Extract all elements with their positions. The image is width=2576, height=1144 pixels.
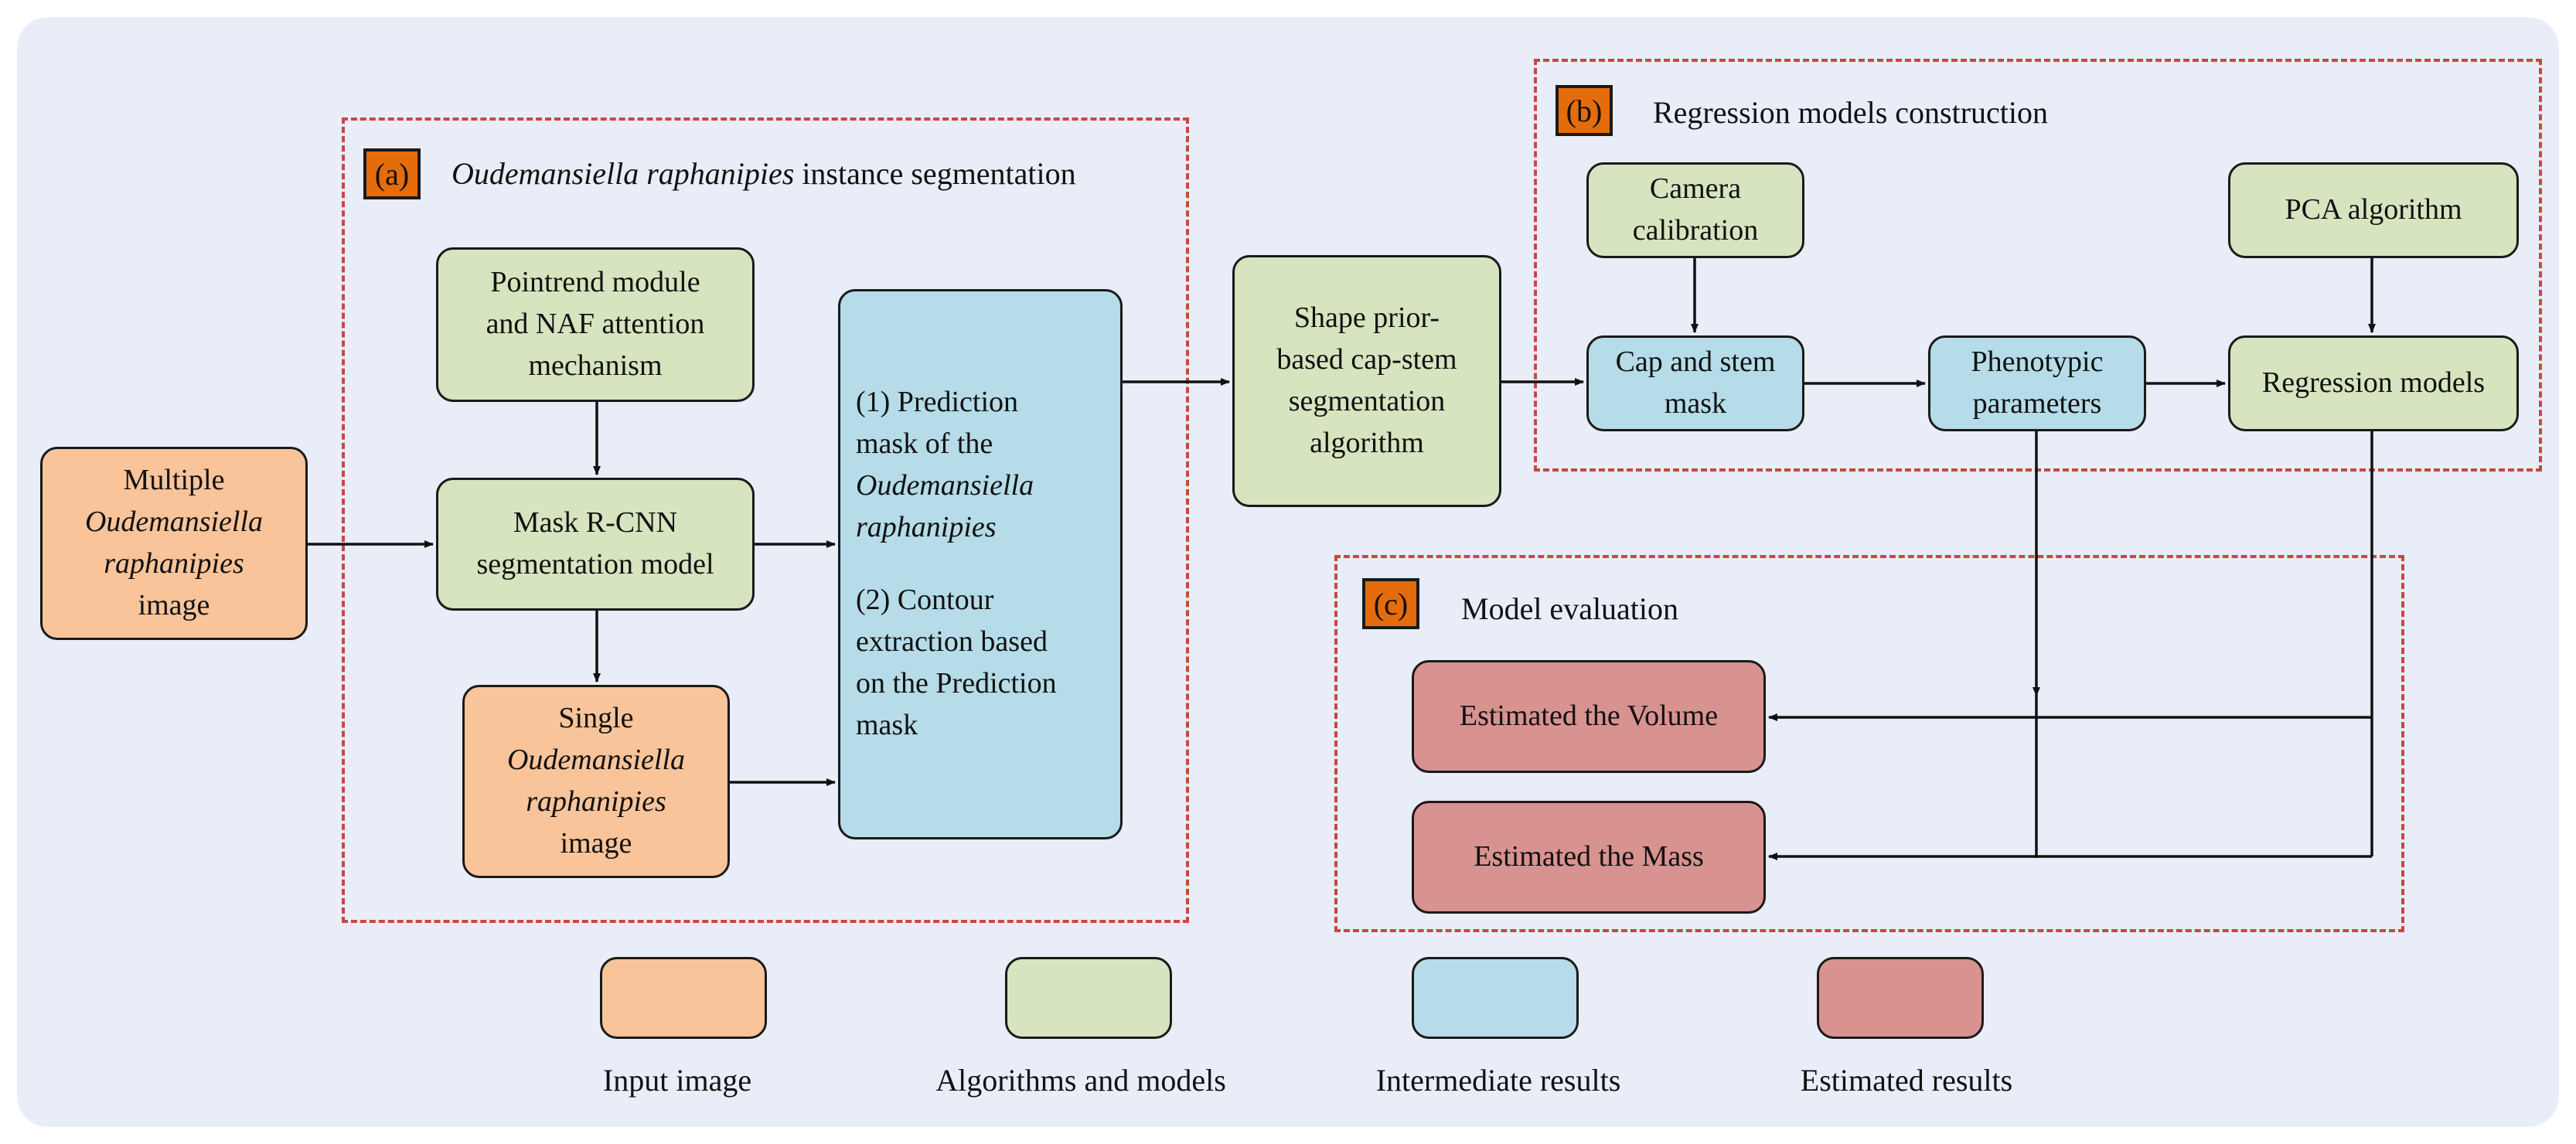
region-a-title: Oudemansiella raphanipies instance segme…: [451, 158, 1076, 189]
node-regression-label: Regression models: [2261, 366, 2486, 400]
node-maskrcnn-line1: Mask R-CNN: [513, 506, 678, 540]
legend-label-input: Input image: [602, 1063, 752, 1098]
node-single-image: Single Oudemansiella raphanipies image: [462, 685, 730, 878]
legend-label-estimated: Estimated results: [1800, 1063, 2013, 1098]
node-cap-stem-mask: Cap and stem mask: [1586, 335, 1804, 431]
node-multiple-line2: Oudemansiella: [84, 506, 264, 539]
node-pointrend-line2: and NAF attention: [486, 308, 705, 341]
node-prediction-p2-line3: on the Prediction: [856, 666, 1057, 700]
node-prediction-p2-line1: (2) Contour: [856, 584, 994, 616]
node-prediction-p1-line4: raphanipies: [856, 511, 997, 544]
node-multiple-line4: image: [138, 588, 210, 621]
region-b-badge-label: (b): [1566, 93, 1603, 128]
region-a-title-species: Oudemansiella raphanipies: [451, 156, 795, 191]
region-b-regression-construction: [1534, 59, 2542, 472]
node-prediction-p1-line2: mask of the: [856, 427, 993, 461]
node-capstem-line1: Cap and stem: [1615, 346, 1776, 379]
node-pheno-line1: Phenotypic: [1971, 346, 2104, 379]
node-single-line2: Oudemansiella: [506, 744, 686, 777]
node-camera-line1: Camera: [1649, 172, 1742, 206]
node-multiple-line1: Multiple: [123, 464, 225, 497]
region-c-title: Model evaluation: [1461, 591, 1679, 626]
node-single-line3: raphanipies: [526, 785, 666, 818]
node-maskrcnn-line2: segmentation model: [476, 548, 714, 581]
node-shape-line1: Shape prior-: [1293, 301, 1440, 335]
region-b-badge: (b): [1555, 85, 1613, 136]
node-estimated-volume: Estimated the Volume: [1412, 660, 1766, 773]
node-shape-line2: based cap-stem: [1276, 343, 1457, 376]
region-a-badge-label: (a): [374, 156, 410, 192]
legend-label-algorithms: Algorithms and models: [935, 1063, 1226, 1098]
region-c-badge-label: (c): [1373, 586, 1409, 621]
node-mass-label: Estimated the Mass: [1474, 840, 1704, 873]
legend-swatch-intermediate: [1412, 957, 1579, 1039]
node-phenotypic-parameters: Phenotypic parameters: [1928, 335, 2146, 431]
node-pointrend-line3: mechanism: [528, 349, 663, 382]
node-pca-algorithm: PCA algorithm: [2228, 162, 2519, 258]
node-prediction-p1-line3: Oudemansiella: [856, 469, 1034, 502]
node-mask-rcnn: Mask R-CNN segmentation model: [436, 478, 755, 611]
node-prediction-mask: (1) Prediction mask of the Oudemansiella…: [838, 289, 1123, 839]
node-pointrend-line1: Pointrend module: [490, 266, 700, 299]
region-c-badge: (c): [1362, 578, 1419, 629]
node-prediction-p1-line1: (1) Prediction: [856, 386, 1019, 419]
node-regression-models: Regression models: [2228, 335, 2519, 431]
node-single-line4: image: [560, 826, 632, 860]
node-estimated-mass: Estimated the Mass: [1412, 801, 1766, 914]
region-a-badge: (a): [363, 148, 421, 199]
node-shape-prior-algorithm: Shape prior- based cap-stem segmentation…: [1232, 255, 1501, 507]
node-shape-line4: algorithm: [1310, 426, 1424, 459]
region-a-instance-segmentation: [342, 117, 1189, 923]
node-capstem-line2: mask: [1664, 387, 1727, 420]
node-pca-label: PCA algorithm: [2285, 193, 2462, 226]
legend-label-intermediate: Intermediate results: [1375, 1063, 1621, 1098]
region-c-model-evaluation: [1334, 555, 2404, 932]
node-prediction-p2-line2: extraction based: [856, 625, 1048, 658]
node-multiple-line3: raphanipies: [104, 547, 244, 580]
node-pheno-line2: parameters: [1972, 387, 2102, 420]
node-single-line1: Single: [558, 702, 634, 735]
node-volume-label: Estimated the Volume: [1459, 700, 1719, 733]
region-a-title-rest: instance segmentation: [794, 156, 1076, 191]
node-multiple-image: Multiple Oudemansiella raphanipies image: [40, 447, 308, 640]
legend-swatch-input: [600, 957, 767, 1039]
node-camera-calibration: Camera calibration: [1586, 162, 1804, 258]
node-camera-line2: calibration: [1632, 214, 1759, 247]
node-prediction-p2-line4: mask: [856, 708, 918, 741]
legend-swatch-estimated: [1817, 957, 1984, 1039]
node-pointrend-naf: Pointrend module and NAF attention mecha…: [436, 247, 755, 402]
region-b-title: Regression models construction: [1653, 95, 2049, 130]
paragraph-gap: [856, 549, 1057, 580]
node-shape-line3: segmentation: [1288, 385, 1446, 417]
legend-swatch-algorithms: [1005, 957, 1172, 1039]
